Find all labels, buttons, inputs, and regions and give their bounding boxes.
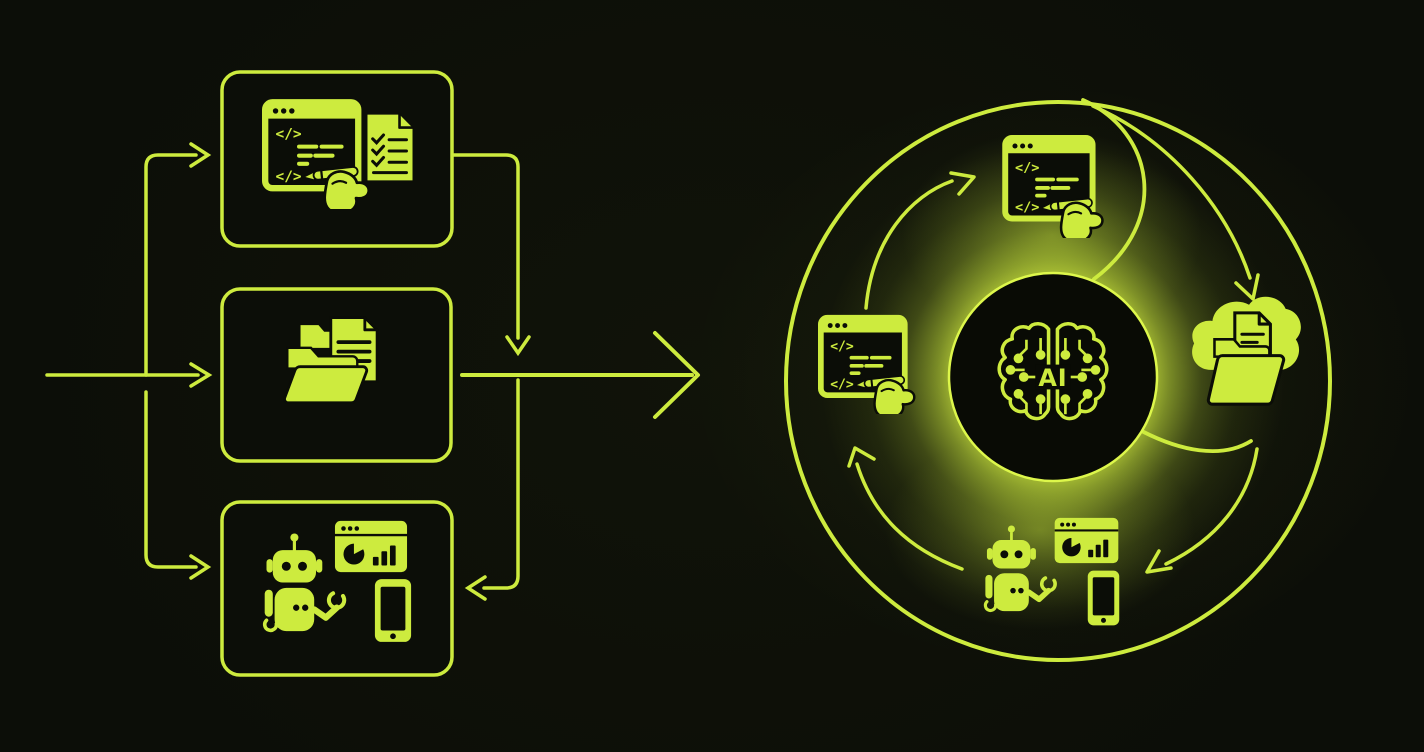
s-curve-top <box>1081 98 1147 281</box>
arrow-down-left-icon <box>1145 549 1173 574</box>
arrow-down-icon <box>505 335 531 357</box>
bottom-to-left-arrow <box>847 446 964 571</box>
left-to-top-arrow <box>864 171 976 310</box>
down-to-bottom-line <box>482 378 520 590</box>
s-curve-bottom <box>1134 426 1253 453</box>
branch-to-bottom-line <box>144 390 198 569</box>
arrow-down-icon <box>1234 273 1260 301</box>
branch-to-top-line <box>144 153 198 377</box>
outer-ring <box>784 100 1332 662</box>
cycle-arrows <box>847 104 1260 574</box>
left-flowchart <box>45 70 700 677</box>
flow-connectors <box>45 142 531 601</box>
s-curves <box>1081 98 1253 453</box>
right-to-bottom-arrow <box>1145 447 1259 574</box>
arrow-left-icon <box>464 575 487 601</box>
cycle-diagram <box>784 98 1332 662</box>
analytics-dashboard-icon <box>1053 516 1120 565</box>
checklist-document-icon <box>365 113 415 182</box>
smartphone-icon <box>374 579 412 642</box>
arrow-right-icon <box>189 554 212 580</box>
arrow-up-icon <box>847 446 876 468</box>
arrow-up-right-icon <box>949 171 976 196</box>
arrow-right-icon <box>189 362 213 388</box>
analytics-dashboard-icon <box>333 519 409 574</box>
top-to-right-arrow <box>1091 104 1260 301</box>
top-down-line <box>450 153 520 340</box>
arrow-right-icon <box>189 142 212 168</box>
smartphone-icon <box>1087 570 1120 626</box>
output-arrow <box>460 331 700 419</box>
